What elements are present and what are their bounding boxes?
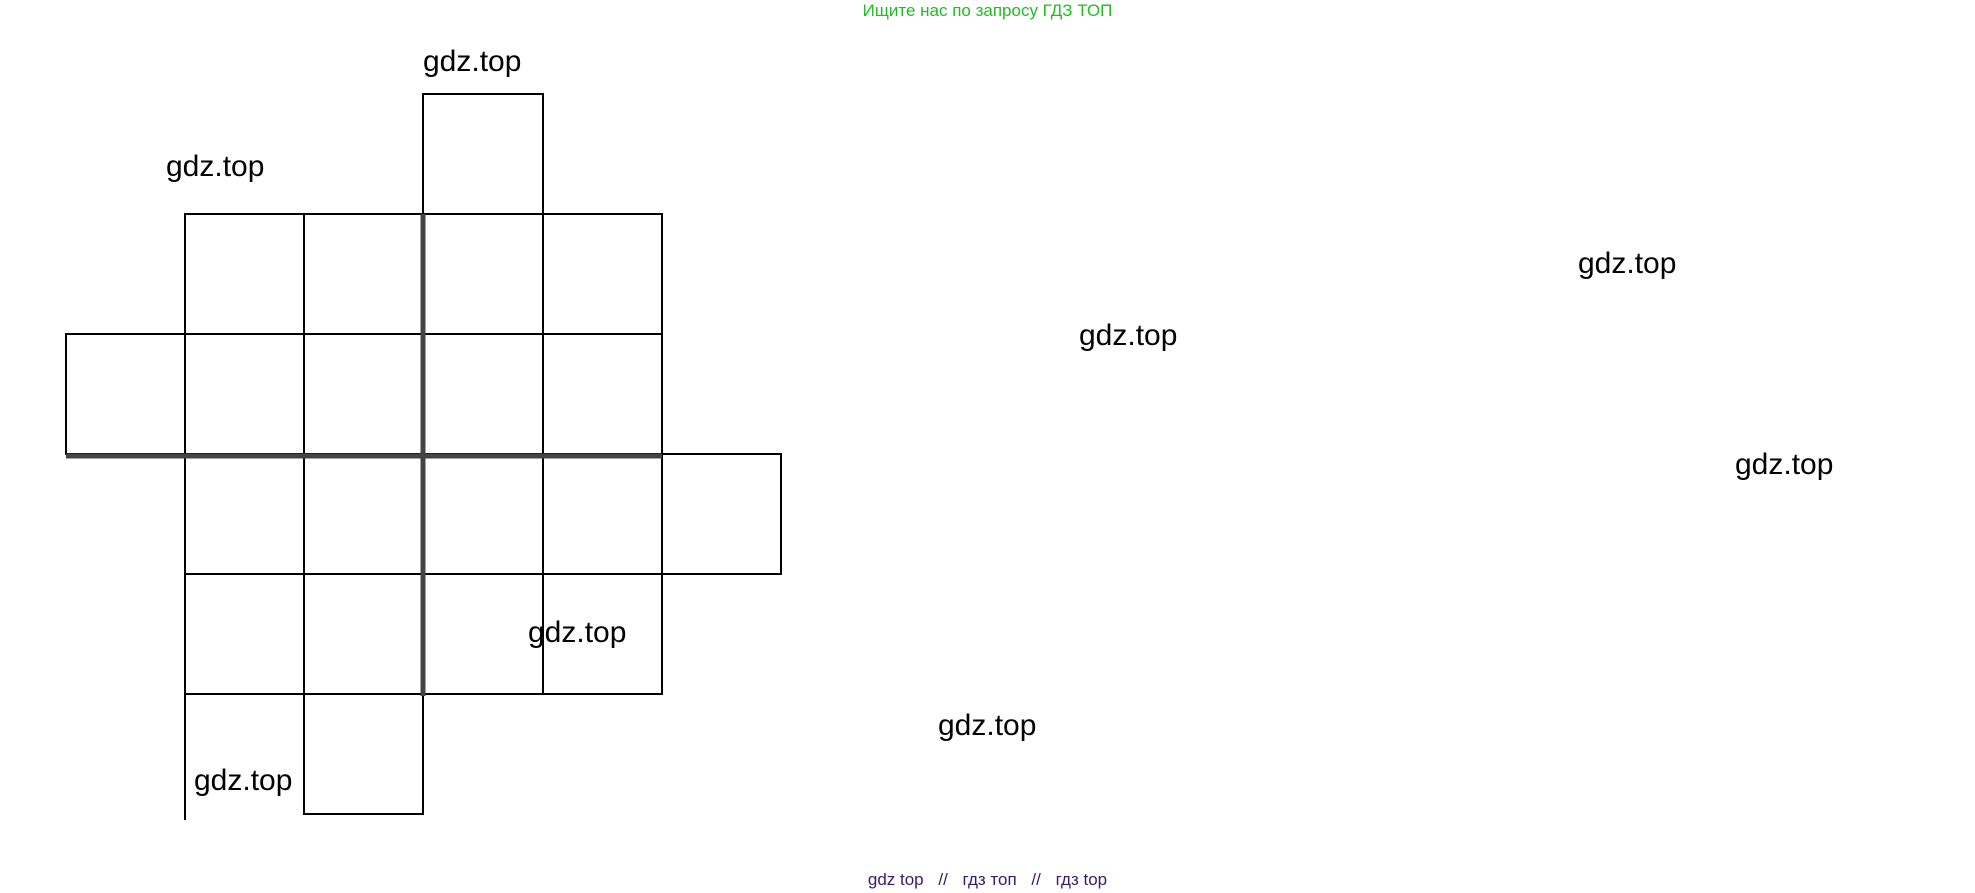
grid-cell xyxy=(184,573,305,695)
grid-cell xyxy=(422,213,544,335)
grid-cell xyxy=(65,333,186,455)
footer-link-gdz-top[interactable]: gdz top xyxy=(867,870,924,889)
grid-cell xyxy=(303,693,424,815)
grid-cell xyxy=(303,573,424,695)
footer-link-gdz-top-cyrillic[interactable]: гдз топ xyxy=(962,870,1017,889)
watermark-text: gdz.top xyxy=(938,709,1037,742)
grid-cell xyxy=(422,93,544,215)
watermark-text: gdz.top xyxy=(194,764,293,797)
grid-cell xyxy=(303,213,424,335)
grid-cell xyxy=(422,333,544,455)
watermark-text: gdz.top xyxy=(1735,448,1834,481)
watermark-text: gdz.top xyxy=(166,150,265,183)
footer-links: gdz top // гдз топ // гдз top xyxy=(0,870,1975,890)
grid-cell xyxy=(303,453,424,575)
grid-cell xyxy=(542,453,663,575)
division-lines xyxy=(66,214,662,696)
grid-cell xyxy=(184,333,305,455)
header-banner: Ищите нас по запросу ГДЗ ТОП xyxy=(862,1,1113,20)
footer-separator: // xyxy=(938,870,948,889)
grid-cell xyxy=(303,333,424,455)
grid-cell xyxy=(542,573,663,695)
footer-separator: // xyxy=(1031,870,1041,889)
grid-cell xyxy=(184,453,305,575)
watermark-text: gdz.top xyxy=(528,616,627,649)
grid-cell xyxy=(542,213,663,335)
grid-cell xyxy=(422,453,544,575)
watermark-text: gdz.top xyxy=(1578,247,1677,280)
watermark-text: gdz.top xyxy=(1079,319,1178,352)
watermark-text: gdz.top xyxy=(423,45,522,78)
grid-cell xyxy=(184,213,305,335)
grid-cell xyxy=(422,573,544,695)
footer-link-gdz-top-mixed[interactable]: гдз top xyxy=(1055,870,1108,889)
grid-cell xyxy=(542,333,663,455)
grid-cell xyxy=(661,453,782,575)
